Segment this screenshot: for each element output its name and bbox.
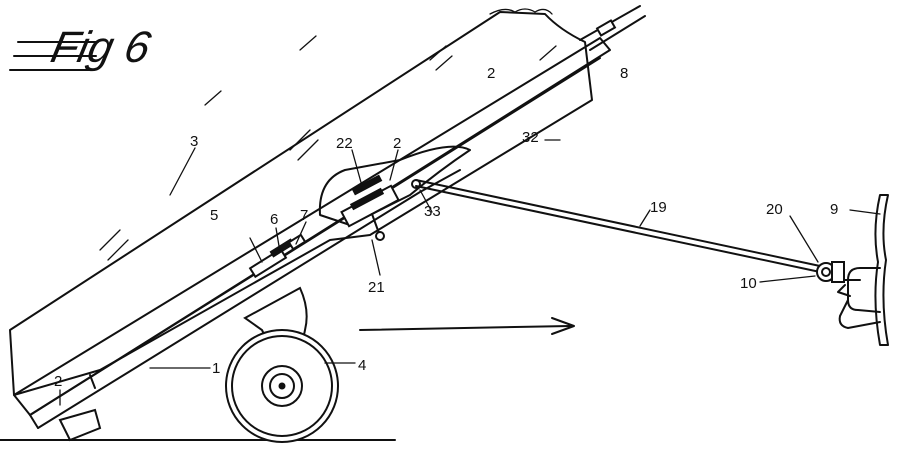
label-10: 10: [740, 275, 757, 292]
label-2-mid: 2: [393, 135, 401, 152]
rear-foot: [60, 410, 100, 440]
label-32: 32: [522, 129, 539, 146]
label-22: 22: [336, 135, 353, 152]
leader-lines: [60, 140, 880, 405]
figure-title: Fig 6: [10, 23, 155, 71]
figure-title-text: Fig 6: [47, 23, 155, 71]
label-8: 8: [620, 65, 628, 82]
label-7: 7: [300, 207, 308, 224]
label-1: 1: [212, 360, 220, 377]
wheel: [226, 330, 338, 442]
direction-arrow: [360, 318, 574, 334]
label-19: 19: [650, 199, 667, 216]
label-20: 20: [766, 201, 783, 218]
label-2-bottom: 2: [54, 373, 62, 390]
label-5: 5: [210, 207, 218, 224]
hitch-bracket: [817, 262, 880, 328]
label-33: 33: [424, 203, 441, 220]
latch-assembly: [342, 175, 399, 240]
tow-rod: [416, 180, 820, 272]
label-3: 3: [190, 133, 198, 150]
label-6: 6: [270, 211, 278, 228]
label-9: 9: [830, 201, 838, 218]
label-4: 4: [358, 357, 366, 374]
label-2-top: 2: [487, 65, 495, 82]
label-21: 21: [368, 279, 385, 296]
